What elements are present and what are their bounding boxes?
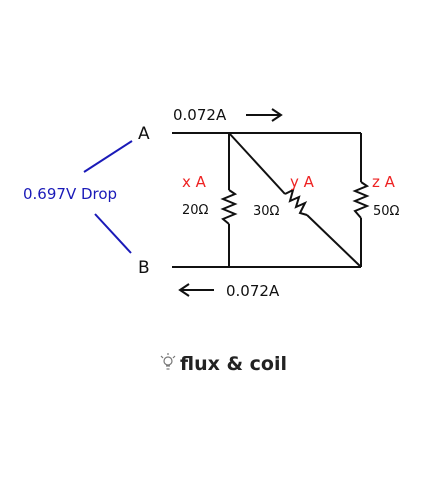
brand-name: flux & coil (180, 353, 287, 375)
resistor-30-ohm (284, 188, 308, 216)
current-bottom-label: 0.072A (226, 282, 280, 300)
branch-z-resistance: 50Ω (373, 204, 400, 219)
current-top-label: 0.072A (173, 106, 227, 124)
branch-y-current: y A (290, 173, 315, 191)
wires (172, 132, 362, 268)
arrow-right-icon (246, 108, 283, 122)
branch-y-resistance: 30Ω (253, 204, 280, 219)
diagonal-wire-bottom (306, 214, 362, 268)
voltage-drop-label: 0.697V Drop (23, 185, 117, 203)
arrow-left-icon (178, 283, 214, 297)
voltage-line-to-b (94, 213, 132, 254)
lightbulb-icon (160, 353, 176, 370)
resistor-50-ohm (352, 181, 370, 219)
branch-z-current: z A (372, 173, 396, 191)
branch-x-resistance: 20Ω (182, 203, 209, 218)
voltage-line-to-a (83, 140, 133, 173)
node-a-label: A (138, 124, 150, 144)
diagonal-wire-top (228, 132, 286, 195)
node-b-label: B (138, 258, 150, 278)
branch-x-current: x A (182, 173, 207, 191)
resistor-20-ohm (220, 189, 238, 225)
